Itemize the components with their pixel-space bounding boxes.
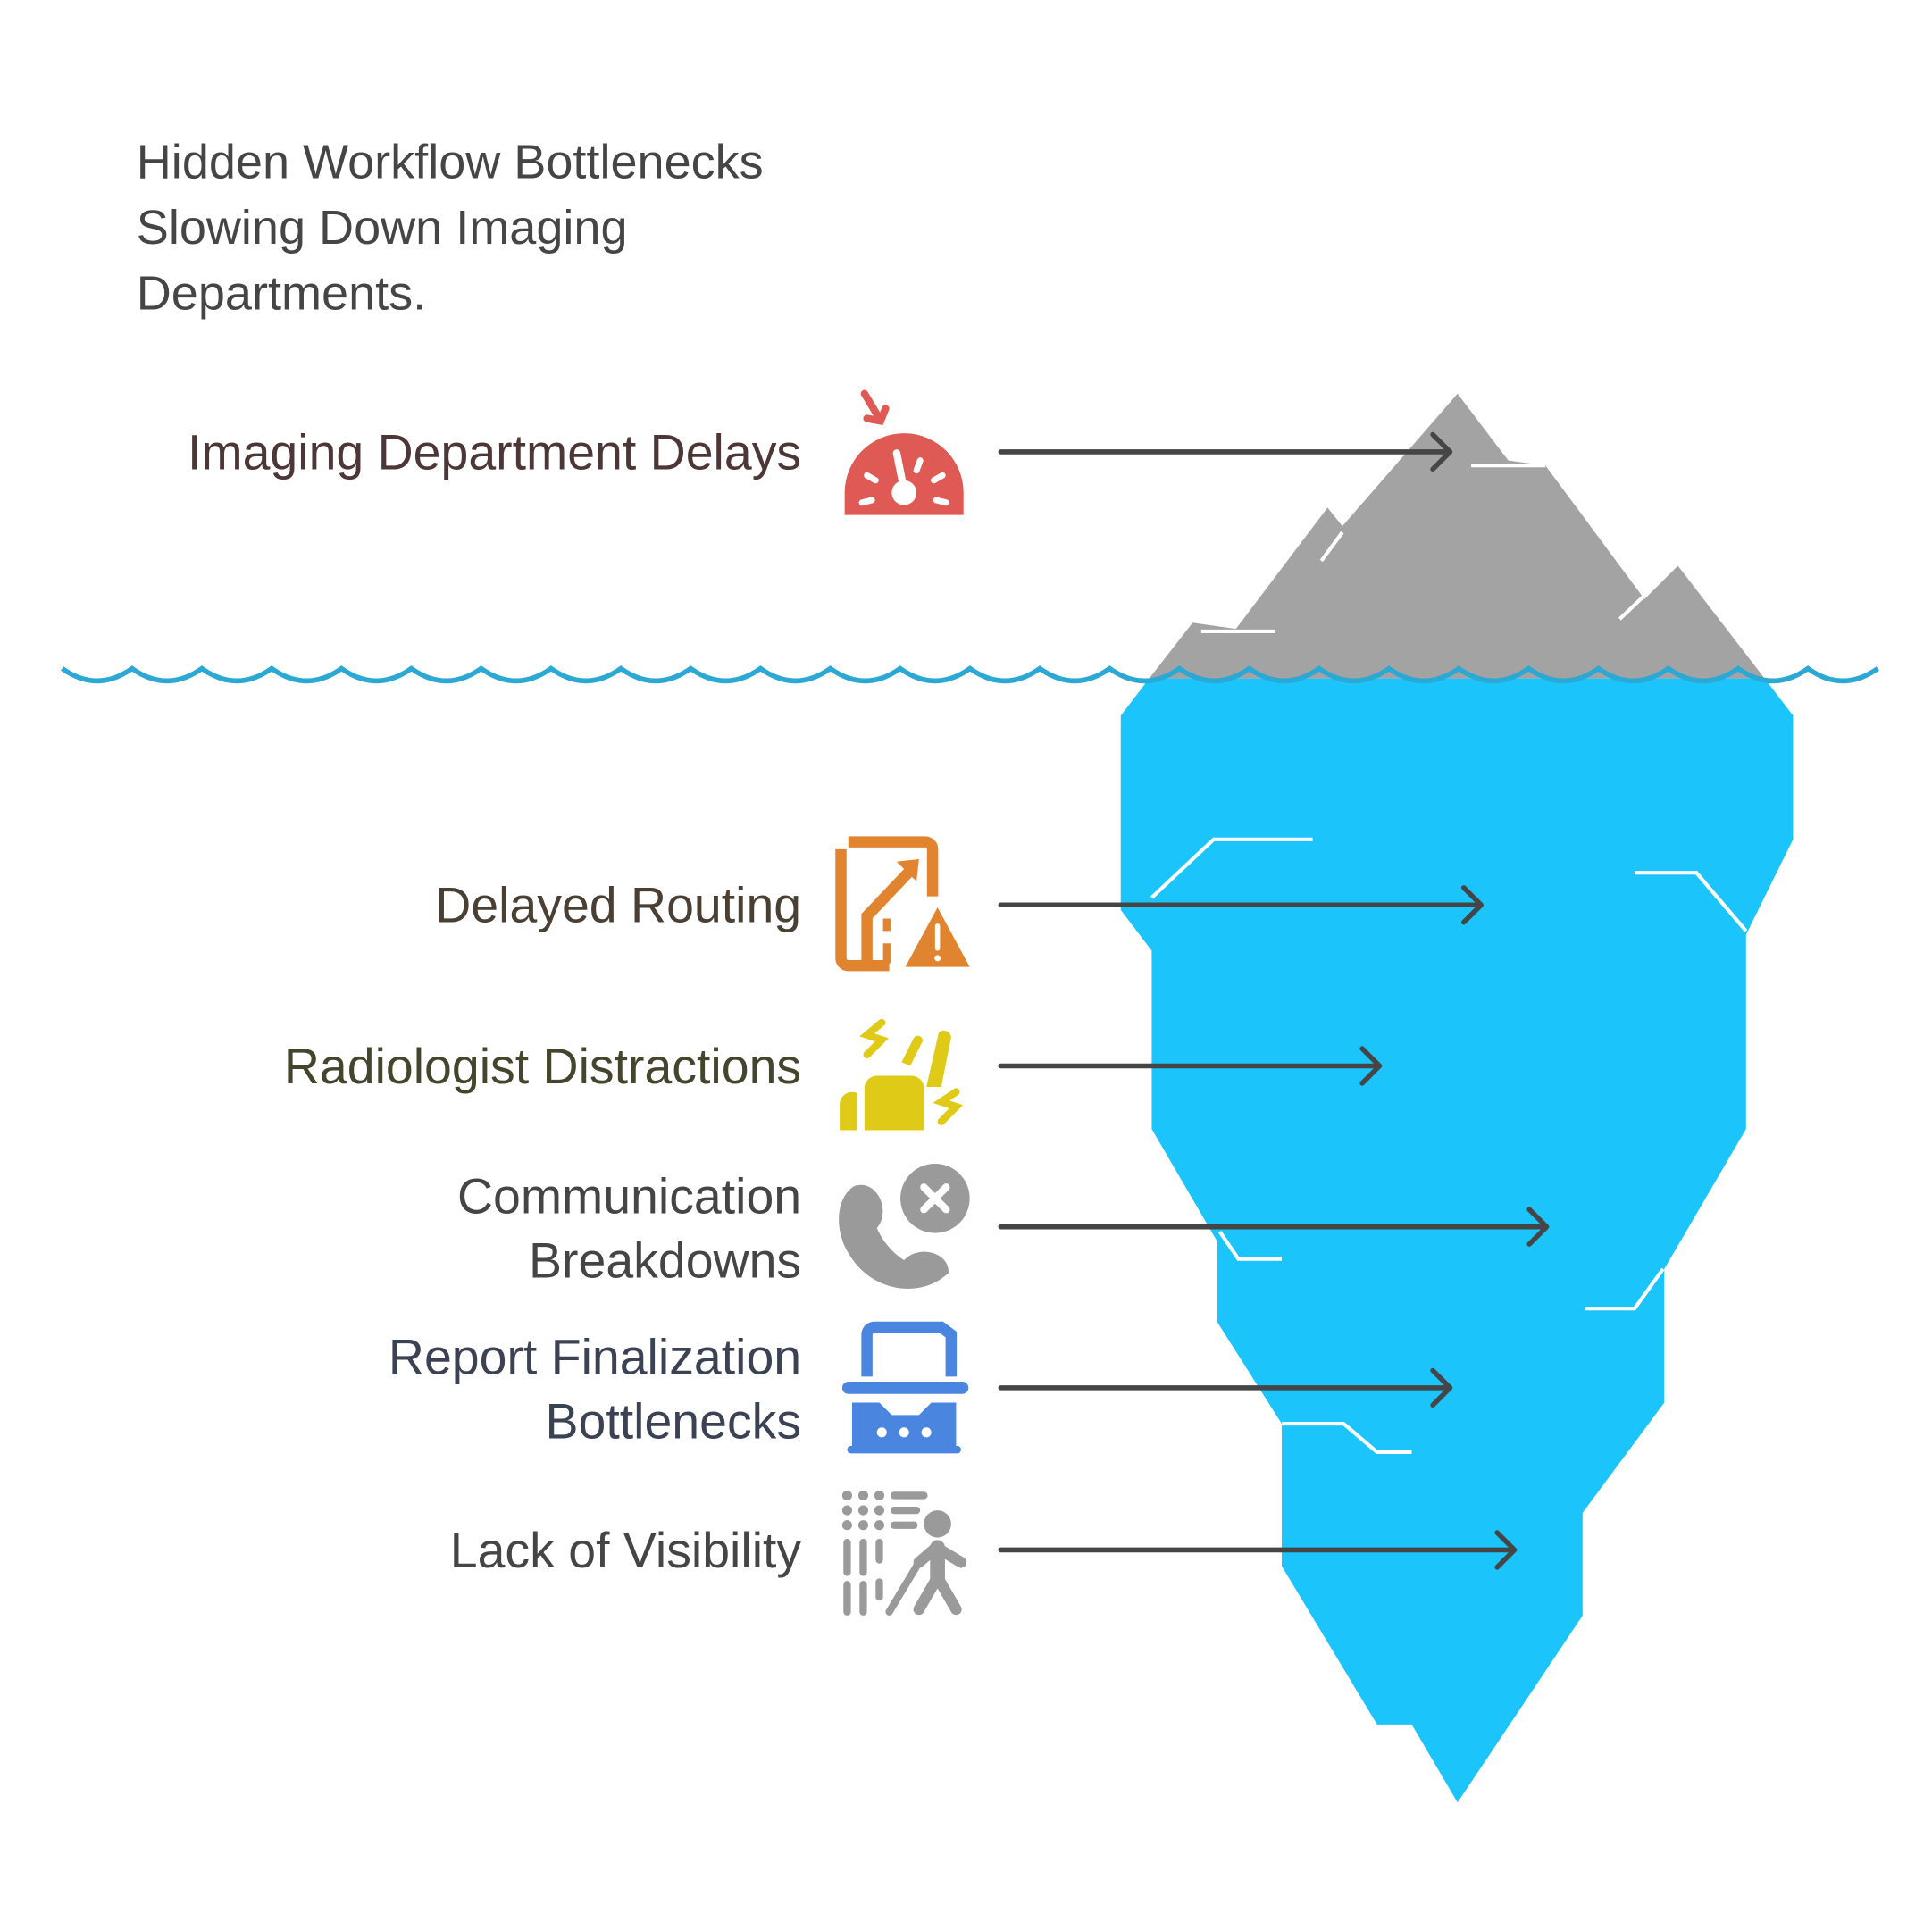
arrow-delayed-routing xyxy=(998,885,1484,925)
arrow-report-finalization xyxy=(998,1367,1453,1408)
iceberg-underwater-highlights xyxy=(1150,837,1748,1455)
label-report-line-2: Bottlenecks xyxy=(546,1394,802,1450)
iceberg-tip-highlights xyxy=(1200,464,1646,634)
title-line-3: Departments. xyxy=(137,267,426,321)
label-lack-of-visibility: Lack of Visibility xyxy=(450,1523,802,1578)
arrow-communication-breakdowns xyxy=(998,1207,1550,1247)
label-communication-line-1: Communication xyxy=(457,1168,801,1224)
water-line xyxy=(61,665,1879,684)
label-delayed-routing: Delayed Routing xyxy=(435,878,801,933)
arrow-lack-of-visibility xyxy=(998,1530,1518,1570)
label-imaging-department-delays: Imaging Department Delays xyxy=(188,424,801,480)
arrow-imaging-delays xyxy=(998,431,1453,472)
arrow-radiologist-distractions xyxy=(998,1046,1383,1086)
iceberg-tip xyxy=(1149,393,1765,679)
speedometer-alert-icon xyxy=(844,389,964,515)
label-communication-line-2: Breakdowns xyxy=(529,1233,801,1289)
blind-person-icon xyxy=(841,1490,967,1616)
title-line-2: Slowing Down Imaging xyxy=(137,201,628,255)
route-warning-icon xyxy=(835,836,970,972)
phone-cancel-icon xyxy=(839,1163,970,1289)
label-report-line-1: Report Finalization xyxy=(389,1330,801,1385)
typewriter-icon xyxy=(841,1321,969,1454)
diagram-title: Hidden Workflow Bottlenecks Slowing Down… xyxy=(137,136,764,321)
title-line-1: Hidden Workflow Bottlenecks xyxy=(137,136,764,189)
arrows xyxy=(998,431,1550,1570)
label-radiologist-distractions: Radiologist Distractions xyxy=(284,1039,801,1094)
iceberg-underwater xyxy=(1120,678,1794,1803)
distraction-hand-icon xyxy=(840,1018,964,1131)
